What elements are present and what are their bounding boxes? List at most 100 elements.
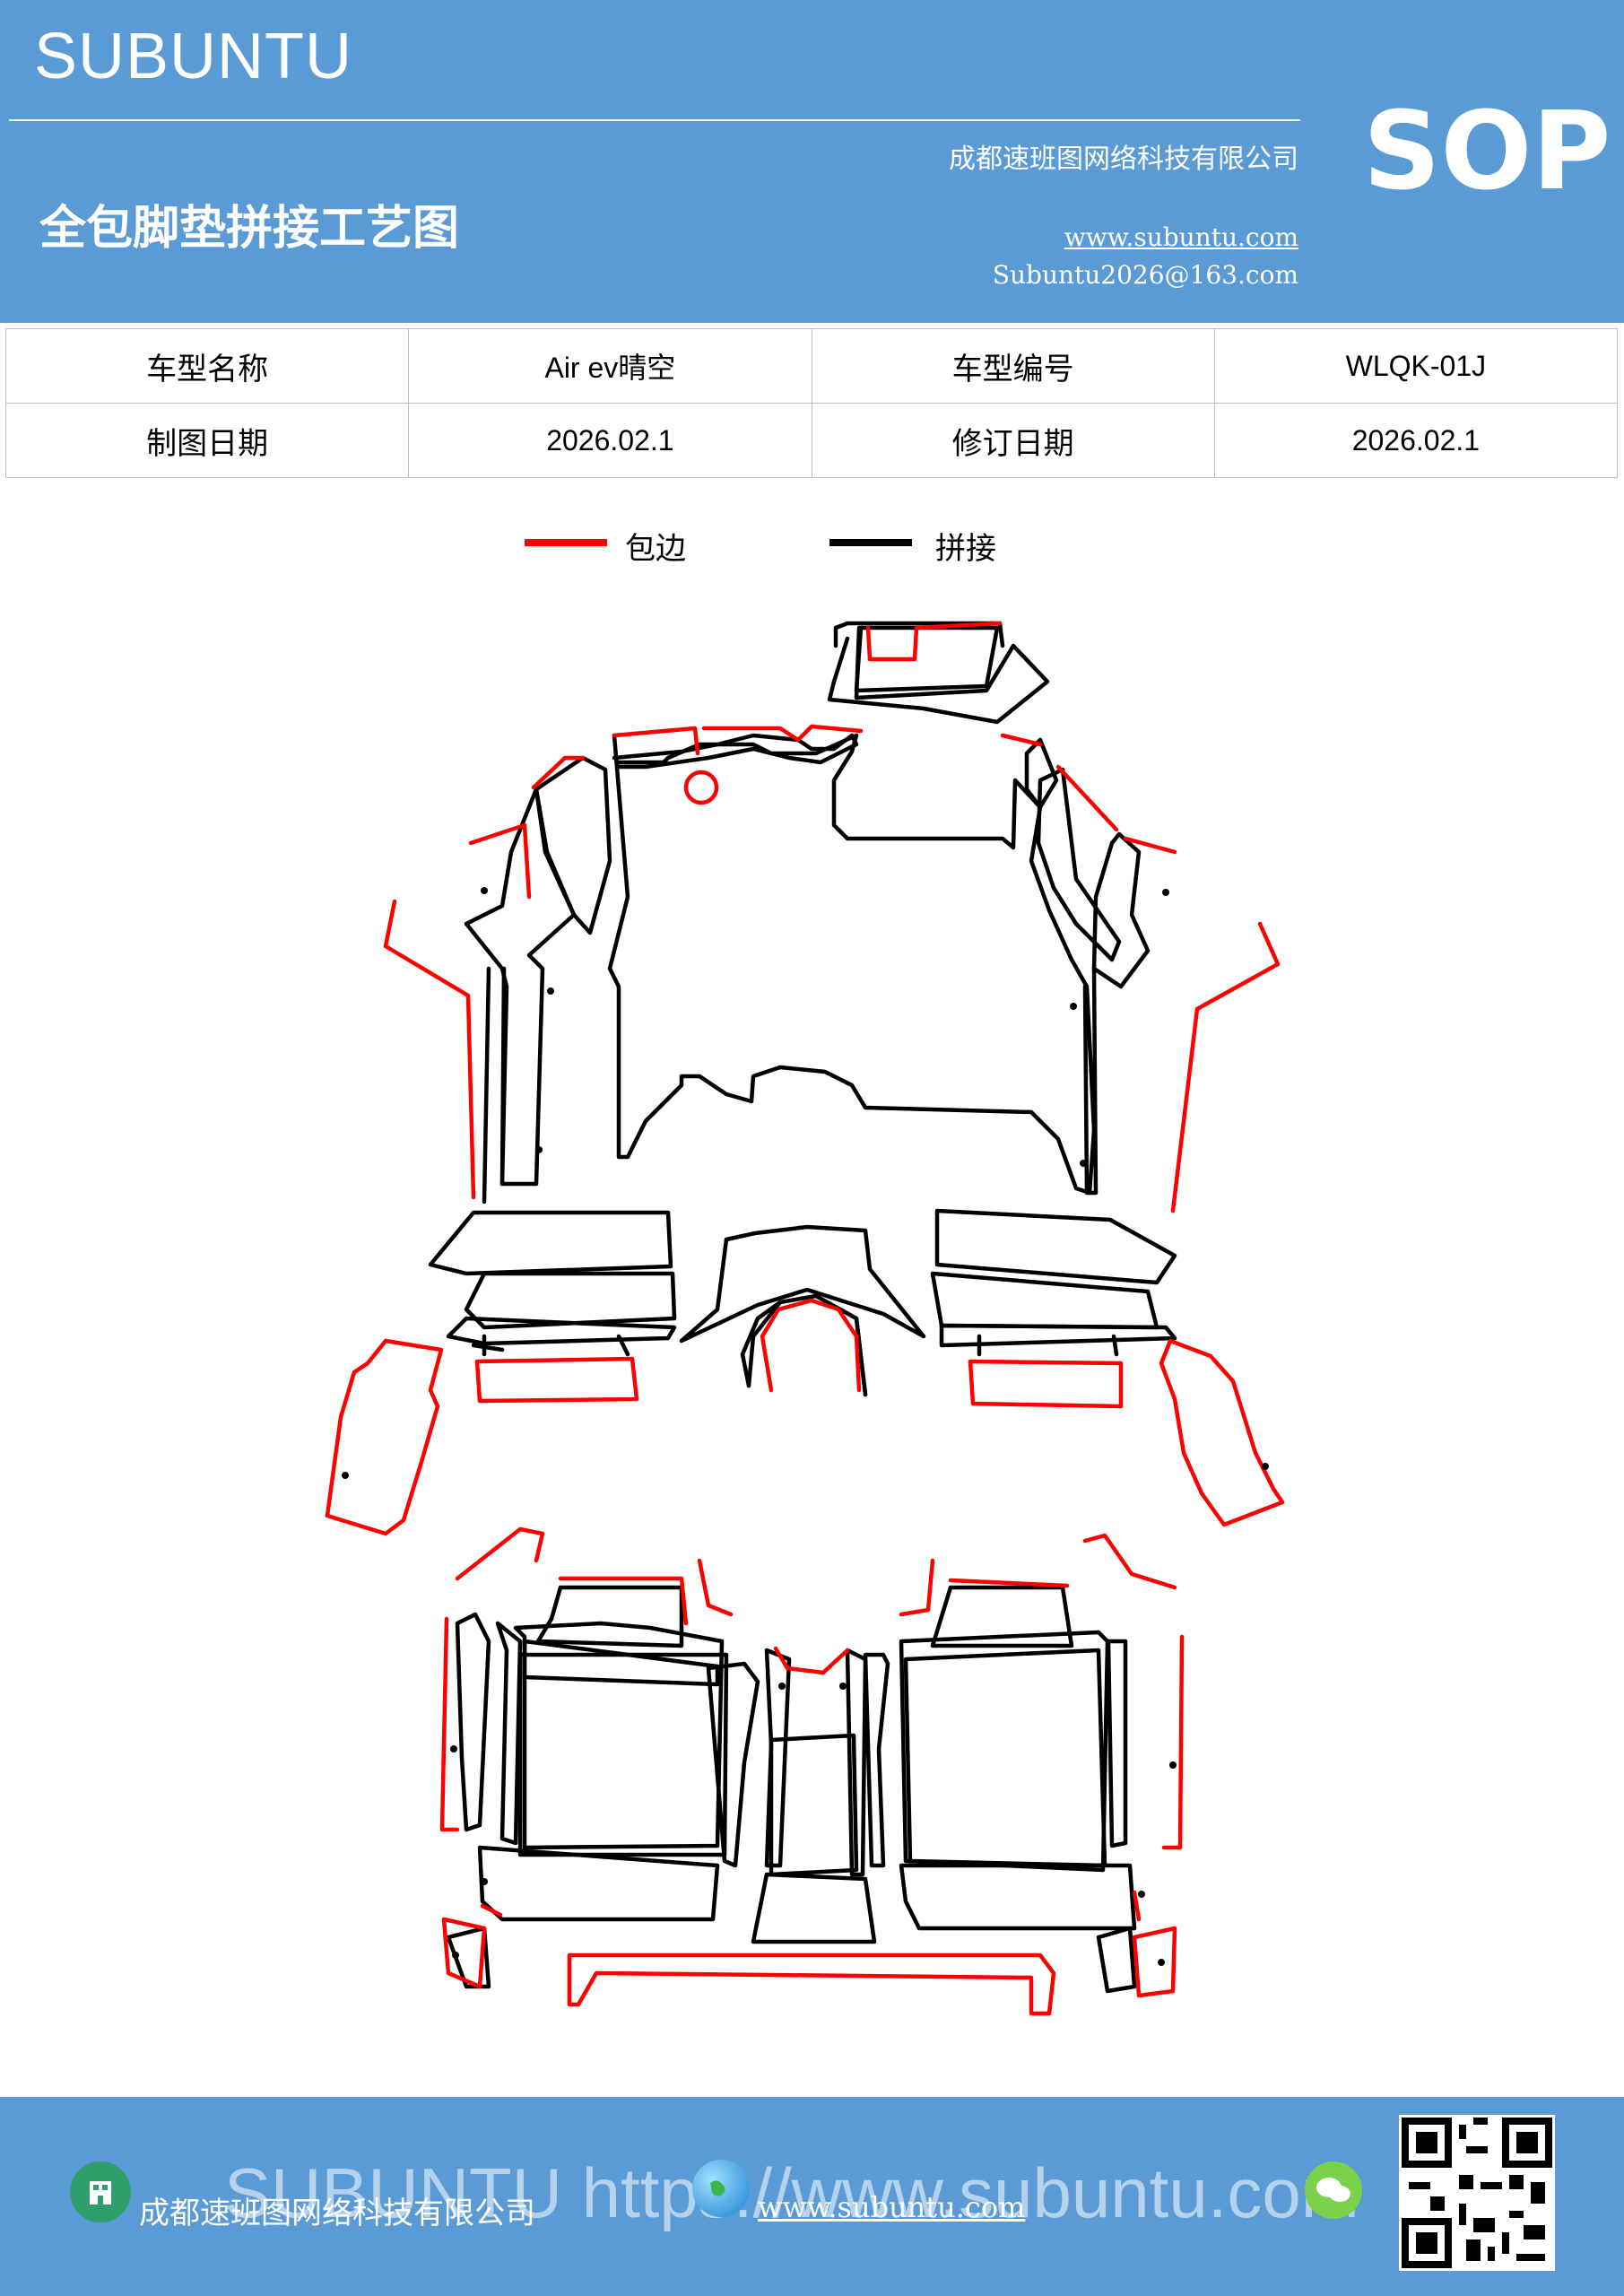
rear-left-bottom-pad xyxy=(441,1917,487,1989)
marker-dot xyxy=(1080,1160,1087,1167)
rear-right-seat-top-edge xyxy=(948,1578,1070,1588)
marker-dot xyxy=(1158,1959,1165,1966)
draw-date-label: 制图日期 xyxy=(4,403,410,478)
rear-right-arm-edge xyxy=(899,1558,935,1617)
company-name: 成都速班图网络科技有限公司 xyxy=(949,144,1298,175)
mid-right-bottom-pad xyxy=(968,1359,1124,1409)
rear-left-strip xyxy=(522,1639,720,1687)
brand-name: SUBUNTU xyxy=(34,21,353,92)
footer-website-link[interactable]: www.subuntu.com xyxy=(758,2190,1026,2224)
revision-date-label: 修订日期 xyxy=(811,403,1215,478)
mid-center-arch xyxy=(760,1298,862,1393)
marker-dot xyxy=(450,1745,457,1752)
footer-company: 成都速班图网络科技有限公司 xyxy=(139,2196,535,2231)
website-link[interactable]: www.subuntu.com xyxy=(1064,222,1298,252)
rear-left-lower-edge xyxy=(480,1903,503,1918)
marker-dot xyxy=(1070,1003,1077,1010)
rear-left-outer-edge xyxy=(439,1616,460,1832)
right-bar xyxy=(1082,966,1099,1196)
rear-right-arm xyxy=(863,1652,890,1868)
header-banner: SUBUNTU 全包脚垫拼接工艺图 成都速班图网络科技有限公司 www.subu… xyxy=(0,0,1624,323)
marker-dot xyxy=(547,987,554,995)
pedal-circle xyxy=(683,770,719,805)
console-top-piece xyxy=(833,621,1005,648)
left-pillar-lower xyxy=(464,787,577,1187)
email-address[interactable]: Subuntu2026@163.com xyxy=(992,260,1298,290)
model-name-value: Air ev晴空 xyxy=(408,328,812,404)
building-icon xyxy=(70,2161,131,2222)
marker-dot xyxy=(839,1683,847,1690)
marker-dot xyxy=(535,1146,543,1153)
model-code-value: WLQK-01J xyxy=(1213,328,1619,404)
draw-date-value: 2026.02.1 xyxy=(408,403,812,478)
mid-right-anchor xyxy=(977,1334,1119,1357)
splice-swatch xyxy=(829,539,912,546)
vehicle-info-table: 车型名称 Air ev晴空 车型编号 WLQK-01J 制图日期 2026.02… xyxy=(4,328,1619,478)
model-code-label: 车型编号 xyxy=(811,328,1215,404)
table-row: 车型名称 Air ev晴空 车型编号 WLQK-01J xyxy=(4,328,1619,404)
console-edge xyxy=(865,621,1003,662)
rear-left-inner-pillar xyxy=(495,1621,523,1846)
marker-dot xyxy=(1169,1761,1177,1769)
mid-right-piece-3 xyxy=(939,1323,1177,1348)
document-title: 全包脚垫拼接工艺图 xyxy=(39,201,460,256)
rear-left-lower xyxy=(477,1845,720,1922)
rear-left-arm xyxy=(706,1661,760,1868)
front-left-pillar-edge xyxy=(531,755,586,790)
footer-watermark: SUBUNTU https://www.subuntu.com xyxy=(224,2153,1359,2232)
rear-bottom-bar xyxy=(567,1952,1056,2016)
marker-dot xyxy=(1262,1463,1269,1470)
front-right-pillar-edge xyxy=(1055,764,1119,832)
front-top-mid-edge xyxy=(701,724,864,743)
front-far-left-edge xyxy=(383,899,476,1200)
front-left-side-edge xyxy=(468,822,532,900)
marker-dot xyxy=(452,1952,459,1959)
wechat-icon[interactable] xyxy=(1305,2161,1362,2219)
rear-left-seat-frame xyxy=(513,1621,725,1850)
mid-far-right-pad xyxy=(1159,1338,1285,1527)
rear-right-mid-piece xyxy=(930,1585,1074,1648)
right-pillar-lower xyxy=(1091,831,1151,989)
mid-left-bottom-pad xyxy=(474,1356,639,1404)
rear-right-lower-edge xyxy=(1132,1890,1142,1922)
rear-right-seat-frame xyxy=(899,1630,1110,1873)
front-floor-strip xyxy=(612,733,859,770)
rear-right-bottom-pad xyxy=(1132,1926,1177,1998)
mid-center-hump xyxy=(679,1224,926,1344)
marker-dot xyxy=(481,1878,488,1885)
rear-center-right-tunnel xyxy=(845,1648,868,1877)
rear-left-side-a xyxy=(455,1612,491,1832)
mid-left-piece-3 xyxy=(446,1316,677,1346)
mid-far-left-pad xyxy=(325,1338,444,1536)
rear-right-outer-edge xyxy=(1161,1634,1185,1850)
mid-left-piece-1 xyxy=(428,1210,673,1276)
mid-left-anchor xyxy=(471,1334,630,1357)
right-pillar-upper xyxy=(1036,767,1122,962)
qr-code[interactable] xyxy=(1399,2115,1555,2271)
splice-label: 拼接 xyxy=(935,531,996,567)
rear-left-mid-piece xyxy=(535,1585,684,1648)
rear-center-tunnel xyxy=(764,1648,792,1868)
marker-dot xyxy=(342,1472,349,1479)
table-row: 制图日期 2026.02.1 修订日期 2026.02.1 xyxy=(4,403,1619,478)
header-divider xyxy=(9,119,1300,121)
rear-center-panel-top xyxy=(769,1733,859,1877)
legend: 包边 拼接 xyxy=(0,520,1624,574)
right-inner-piece xyxy=(1024,737,1059,810)
right-inner-edge xyxy=(1000,733,1043,747)
rear-left-small-pad xyxy=(446,1926,491,1989)
marker-dot xyxy=(1162,889,1169,896)
marker-dot xyxy=(1138,1891,1145,1898)
rear-right-small-pad xyxy=(1096,1926,1137,1994)
model-name-label: 车型名称 xyxy=(4,328,410,404)
front-far-right-edge xyxy=(1170,921,1281,1213)
front-floor-main xyxy=(607,733,1097,1196)
front-top-left-edge xyxy=(612,726,700,756)
rear-right-lower xyxy=(899,1863,1137,1931)
rear-left-top-edge xyxy=(455,1526,545,1581)
front-right-side-edge xyxy=(1123,836,1177,855)
sop-badge: SOP xyxy=(1363,90,1611,214)
rear-right-inner-pillar xyxy=(1106,1639,1128,1848)
rear-right-seat-inner xyxy=(903,1648,1107,1868)
